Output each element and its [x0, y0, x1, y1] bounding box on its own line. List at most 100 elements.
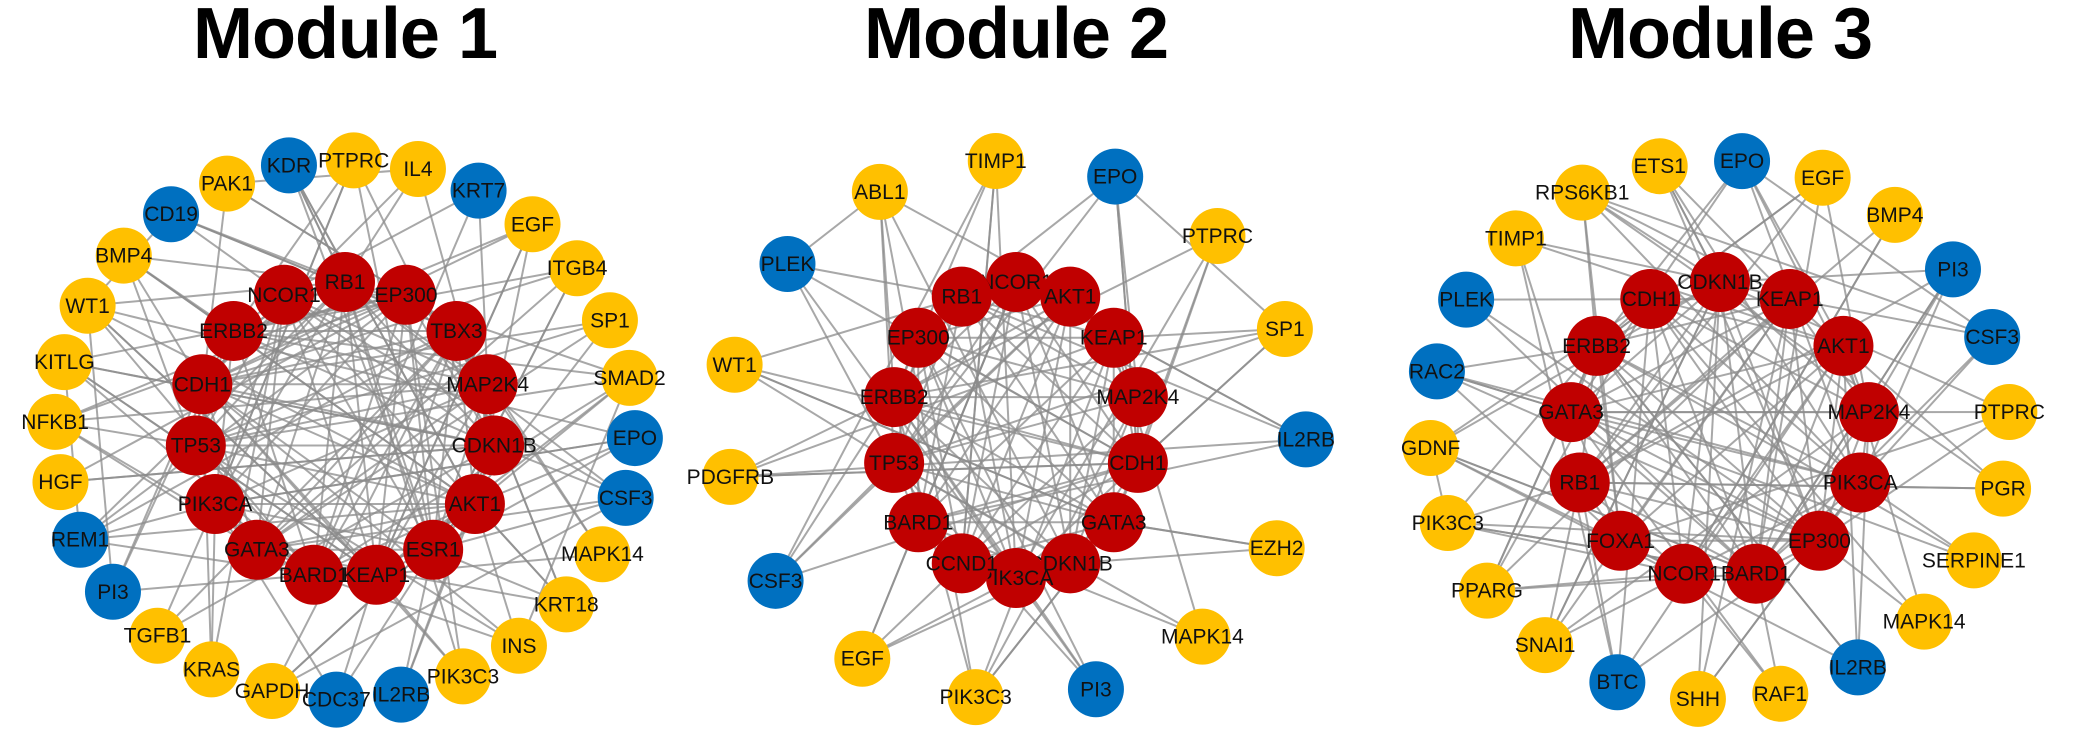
node-rem1-label: REM1 — [51, 529, 109, 552]
node-akt1: AKT1 — [444, 474, 505, 534]
node-abl1: ABL1 — [851, 163, 908, 220]
node-cdkn1b-circle — [1040, 533, 1101, 594]
node-tp53-circle — [165, 415, 226, 476]
node-pi3: PI3 — [1924, 241, 1981, 298]
node-epo-circle — [1714, 133, 1771, 190]
node-cdkn1b: CDKN1B — [1028, 533, 1113, 594]
edge-bard1-erbb2 — [232, 330, 315, 576]
edge-cdh1-rb1 — [961, 295, 1139, 464]
node-pi3: PI3 — [1067, 661, 1124, 718]
edge-btc-rb1 — [1578, 482, 1619, 683]
node-pik3ca-circle — [185, 474, 246, 534]
node-gata3-circle — [1083, 492, 1144, 553]
edge-rps6kb1-csf3 — [1581, 191, 1993, 338]
node-plek-label: PLEK — [761, 253, 815, 276]
edge-abl1-cdkn1b — [878, 191, 1072, 564]
node-pik3c3-circle — [947, 669, 1004, 726]
node-keap1: KEAP1 — [342, 544, 410, 605]
node-abl1-circle — [851, 163, 908, 220]
node-mapk14-label: MAPK14 — [561, 543, 644, 566]
node-pparg-label: PPARG — [1451, 580, 1523, 603]
edge-timp1-gata3 — [1514, 238, 1573, 413]
edge-plek-tp53 — [786, 263, 896, 464]
node-btc: BTC — [1589, 654, 1646, 711]
edge-hgf-cdkn1b — [60, 444, 495, 484]
node-csf3: CSF3 — [1964, 308, 2021, 365]
node-epo: EPO — [606, 410, 663, 467]
node-keap1-label: KEAP1 — [1756, 288, 1824, 311]
edge-cdh1-ccnd1 — [961, 462, 1139, 565]
node-pak1: PAK1 — [199, 155, 256, 212]
node-nfkb1: NFKB1 — [21, 393, 89, 450]
edge-pik3c3-rb1 — [344, 281, 464, 677]
node-cdh1: CDH1 — [1620, 268, 1681, 329]
edge-sp1-erbb2 — [893, 327, 1286, 399]
node-ep300-circle — [1789, 510, 1850, 571]
node-ezh2-label: EZH2 — [1250, 537, 1304, 560]
node-gata3: GATA3 — [1538, 382, 1604, 443]
node-epo: EPO — [1714, 133, 1771, 190]
edge-krt7-bard1 — [312, 190, 480, 576]
edge-bard1-rb1 — [1579, 481, 1757, 575]
edge-epo-akt1 — [1741, 160, 1845, 347]
node-cdh1-circle — [1620, 268, 1681, 329]
node-il2rb-circle — [1277, 411, 1334, 468]
node-map2k4: MAP2K4 — [1827, 382, 1911, 443]
node-foxa1: FOXA1 — [1586, 510, 1655, 571]
node-kras-circle — [183, 641, 240, 698]
node-ncor1: NCOR1 — [979, 252, 1053, 312]
edge-gapdh-tbx3 — [271, 330, 458, 692]
node-ep300: EP300 — [887, 307, 950, 368]
edge-csf3-akt1 — [774, 295, 1071, 582]
node-egf: EGF — [834, 630, 891, 687]
node-foxa1-label: FOXA1 — [1586, 530, 1655, 553]
node-il2rb-label: IL2RB — [1277, 428, 1335, 451]
edge-egf-bard1 — [1754, 177, 1824, 574]
node-rem1: REM1 — [51, 511, 109, 568]
node-pik3ca-label: PIK3CA — [1823, 471, 1898, 494]
edge-egf-keap1 — [375, 223, 534, 576]
node-bard1-circle — [888, 492, 949, 553]
edge-rem1-akt1 — [79, 503, 475, 541]
node-mapk14-circle — [1174, 608, 1231, 665]
node-map2k4: MAP2K4 — [446, 354, 529, 415]
node-shh-label: SHH — [1676, 688, 1720, 711]
node-tgfb1-label: TGFB1 — [124, 625, 192, 648]
node-rem1-circle — [52, 511, 109, 568]
node-kdr-label: KDR — [267, 154, 311, 177]
node-ptprc-circle — [1981, 384, 2038, 441]
edge-pgr-rps6kb1 — [1581, 191, 2004, 490]
node-bard1: BARD1 — [883, 492, 953, 553]
node-plek-circle — [1438, 271, 1495, 328]
node-wt1-circle — [706, 336, 763, 393]
node-serpine1-circle — [1945, 532, 2002, 589]
edge-map2k4-bard1 — [1755, 411, 1870, 575]
node-wt1-label: WT1 — [65, 295, 109, 318]
node-tgfb1-circle — [129, 607, 186, 664]
node-cdkn1b-circle — [1690, 252, 1750, 312]
node-ncor1: NCOR1 — [1647, 543, 1721, 604]
node-bmp4: BMP4 — [95, 227, 153, 284]
node-akt1-label: AKT1 — [1044, 286, 1097, 309]
node-rps6kb1: RPS6KB1 — [1535, 164, 1630, 221]
node-keap1: KEAP1 — [1080, 307, 1148, 368]
edge-rps6kb1-pik3ca — [1581, 191, 1861, 484]
module-3-nodes: CDKN1BKEAP1AKT1MAP2K4PIK3CAEP300BARD1NCO… — [1401, 133, 2045, 727]
node-keap1-label: KEAP1 — [342, 564, 410, 587]
node-krt7-circle — [450, 162, 507, 219]
edge-epo-tp53 — [893, 175, 1116, 464]
node-csf3: CSF3 — [747, 552, 804, 609]
node-ets1-label: ETS1 — [1633, 155, 1686, 178]
node-bard1: BARD1 — [1721, 543, 1791, 604]
node-bard1-circle — [1725, 543, 1786, 604]
edge-cdh1-bard1 — [918, 461, 1139, 524]
node-pik3ca-label: PIK3CA — [178, 493, 253, 516]
node-ptprc-circle — [1189, 207, 1246, 264]
node-map2k4-circle — [457, 354, 518, 415]
node-tp53-label: TP53 — [171, 434, 221, 457]
edge-ptprc-foxa1 — [1620, 411, 2010, 542]
edge-wt1-cdh1 — [734, 363, 1139, 464]
node-esr1-label: ESR1 — [406, 539, 461, 562]
node-snai1-circle — [1517, 617, 1574, 674]
edge-shh-keap1 — [1696, 298, 1791, 700]
